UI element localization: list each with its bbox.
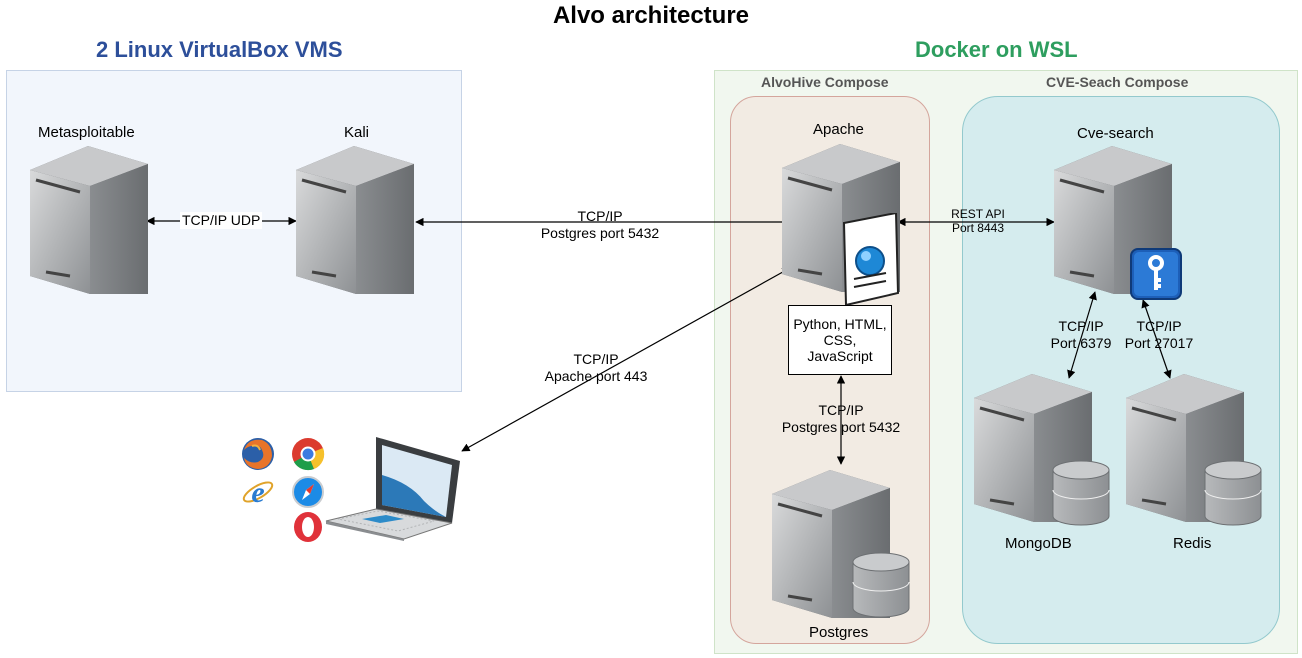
edge-label-laptop-apache-1: TCP/IP (573, 351, 619, 367)
server-icon (296, 146, 414, 294)
server-icon (1126, 374, 1244, 522)
database-icon (1204, 460, 1262, 526)
diagram-title: Alvo architecture (552, 2, 750, 29)
node-label-postgres: Postgres (809, 624, 869, 641)
edge-label-kali-apache-2: Postgres port 5432 (540, 225, 660, 241)
opera-icon (294, 512, 322, 542)
cve-compose-title: CVE-Seach Compose (1046, 74, 1189, 90)
edge-label-tech-postgres-1: TCP/IP (818, 402, 864, 418)
svg-text:e: e (251, 476, 264, 509)
edge-label-apache-cve-1: REST API (951, 207, 1005, 221)
node-label-apache: Apache (813, 121, 864, 138)
node-label-metasploitable: Metasploitable (38, 124, 135, 141)
alvohive-compose-title: AlvoHive Compose (761, 74, 889, 90)
edge-label-cve-mongo-2: Port 6379 (1050, 335, 1112, 351)
edge-label-kali-apache-1: TCP/IP (577, 208, 623, 224)
node-label-redis: Redis (1173, 535, 1212, 552)
node-label-kali: Kali (344, 124, 370, 141)
edge-cve-mongo (1067, 291, 1097, 379)
web-page-icon (842, 213, 900, 305)
tech-stack-box: Python, HTML, CSS, JavaScript (788, 305, 892, 375)
database-icon (1052, 460, 1110, 526)
edge-label-cve-redis-1: TCP/IP (1136, 318, 1182, 334)
node-label-mongodb: MongoDB (1005, 535, 1072, 552)
safari-icon (292, 476, 324, 508)
edge-label-laptop-apache-2: Apache port 443 (544, 368, 648, 384)
edge-label-apache-cve-2: Port 8443 (951, 221, 1005, 235)
key-icon (1130, 248, 1182, 300)
edge-label-tech-postgres-2: Postgres port 5432 (781, 419, 901, 435)
laptop-icon (325, 437, 460, 541)
firefox-icon (242, 438, 274, 470)
linux-group-title: 2 Linux VirtualBox VMS (96, 37, 343, 62)
server-icon (30, 146, 148, 294)
node-label-cve-search: Cve-search (1077, 125, 1154, 142)
ie-icon: e (242, 476, 274, 509)
edge-label-cve-mongo-1: TCP/IP (1058, 318, 1104, 334)
chrome-icon (292, 438, 325, 471)
edge-label-cve-redis-2: Port 27017 (1124, 335, 1194, 351)
edge-laptop-apache (461, 267, 791, 452)
edge-label-meta-kali: TCP/IP UDP (180, 212, 263, 229)
docker-group-title: Docker on WSL (915, 37, 1078, 62)
edge-cve-redis (1141, 299, 1172, 379)
database-icon (852, 552, 910, 618)
